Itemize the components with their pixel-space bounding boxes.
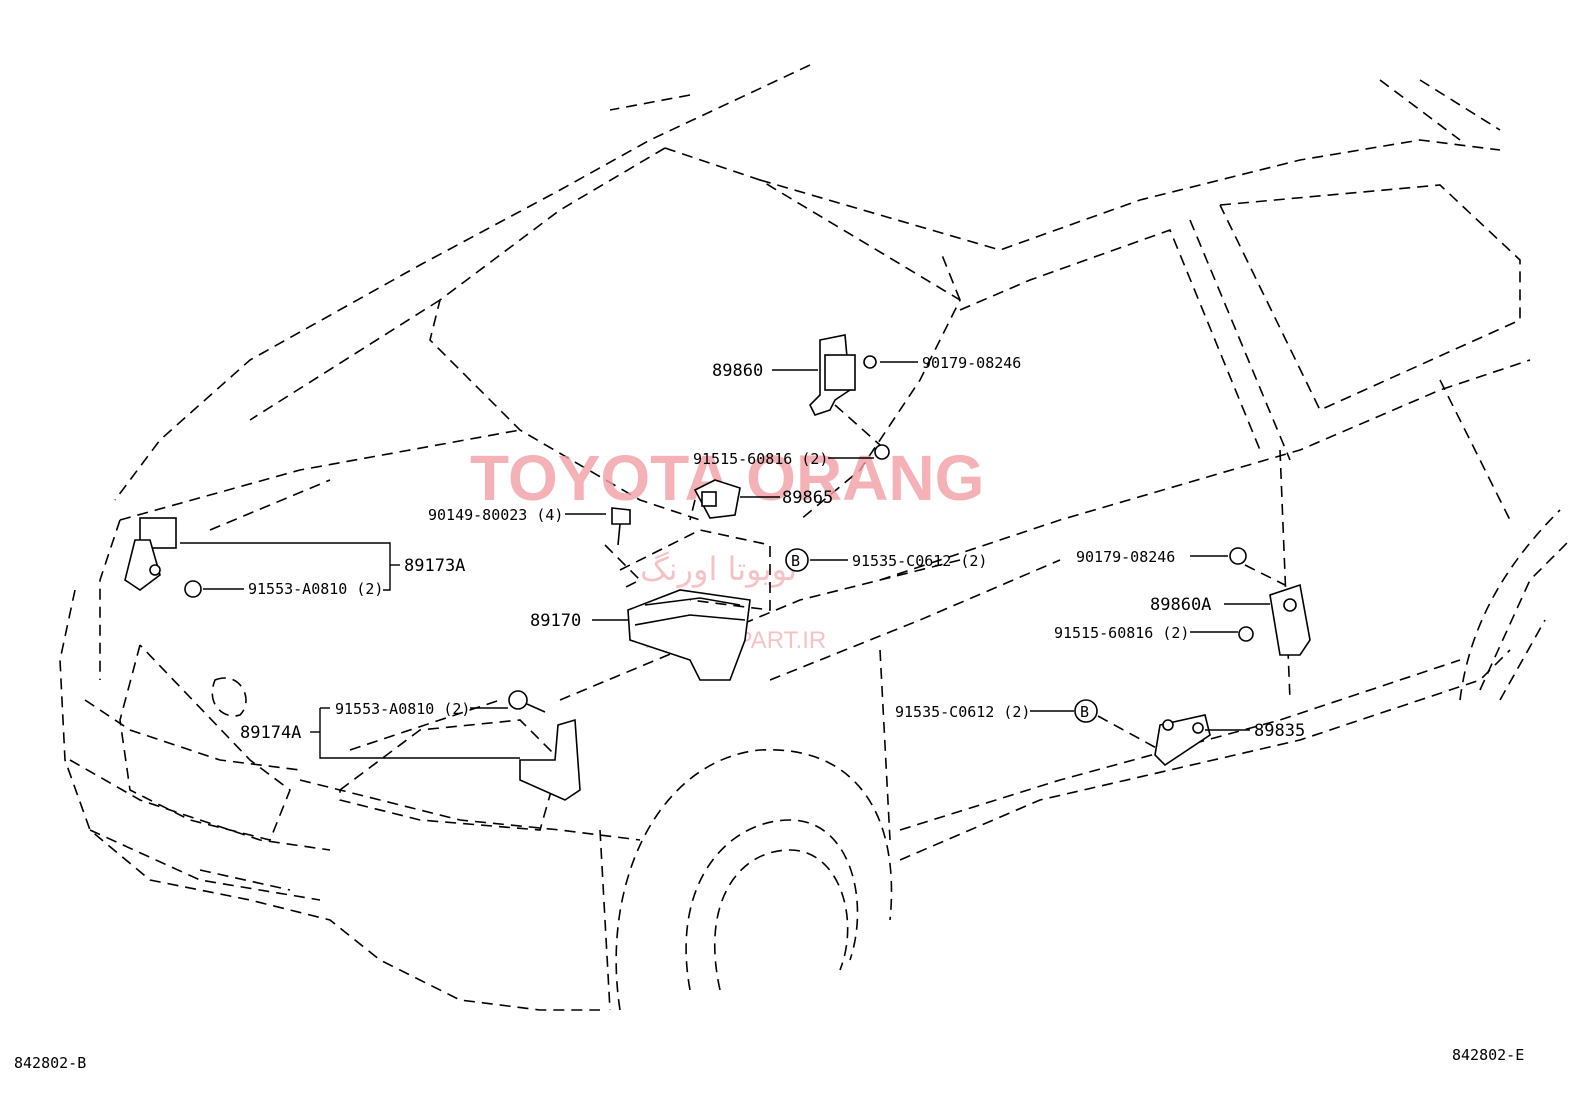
watermark-persian: تویوتا اورنگ bbox=[640, 550, 797, 588]
label-89865: 89865 bbox=[782, 488, 833, 508]
bolt-b-label-right: B bbox=[1080, 703, 1089, 721]
part-89173A-sensor bbox=[124, 517, 202, 598]
bolt-b-marker-top: B bbox=[785, 548, 809, 572]
label-89835: 89835 bbox=[1254, 721, 1305, 741]
part-89174A-bracket bbox=[508, 690, 581, 801]
part-89865-sensor bbox=[689, 479, 741, 521]
label-89170: 89170 bbox=[530, 611, 581, 631]
label-89174A: 89174A bbox=[240, 723, 301, 743]
diagram-code-left: 842802-B bbox=[14, 1054, 86, 1072]
part-90149-bolt bbox=[604, 507, 642, 591]
part-89835-sensor bbox=[1154, 714, 1211, 767]
part-labels: 89860 90179-08246 91515-60816 (2) 89865 … bbox=[240, 354, 1305, 743]
part-89860A-sensor bbox=[1229, 547, 1311, 656]
leader-lines bbox=[180, 361, 1270, 759]
label-91535-right: 91535-C0612 (2) bbox=[895, 703, 1030, 721]
label-89860A: 89860A bbox=[1150, 595, 1211, 615]
bolt-b-marker-right: B bbox=[1074, 699, 1161, 751]
label-90179-top: 90179-08246 bbox=[922, 354, 1021, 372]
part-89170-ecu bbox=[619, 529, 771, 681]
label-91553-bottom: 91553-A0810 (2) bbox=[335, 700, 470, 718]
diagram-code-right: 842802-E bbox=[1452, 1046, 1524, 1064]
car-outline bbox=[59, 64, 1571, 1011]
label-91515-top: 91515-60816 (2) bbox=[693, 450, 828, 468]
label-89173A: 89173A bbox=[404, 556, 465, 576]
label-90149: 90149-80023 (4) bbox=[428, 506, 563, 524]
bolt-b-label-top: B bbox=[791, 552, 800, 570]
label-91515-right: 91515-60816 (2) bbox=[1054, 624, 1189, 642]
label-89860: 89860 bbox=[712, 361, 763, 381]
label-90179-right: 90179-08246 bbox=[1076, 548, 1175, 566]
part-89860-sensor bbox=[809, 334, 890, 460]
label-91553-top: 91553-A0810 (2) bbox=[248, 580, 383, 598]
label-91535-top: 91535-C0612 (2) bbox=[852, 552, 987, 570]
